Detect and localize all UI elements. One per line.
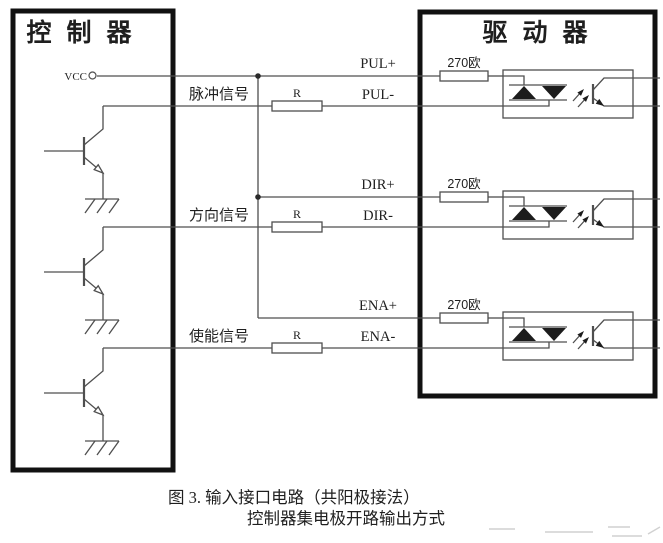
- resistor-r-body: [271, 221, 323, 233]
- r-label-direction: R: [293, 207, 301, 221]
- dir-plus-label: DIR+: [361, 177, 394, 193]
- driver-box: [417, 9, 658, 399]
- pul-plus-label: PUL+: [360, 56, 396, 72]
- resistor-270-label: 270欧: [447, 177, 481, 191]
- optocoupler-enable: [501, 310, 662, 362]
- controller-title: 控 制 器: [27, 19, 136, 47]
- resistor-270-label: 270欧: [447, 56, 481, 70]
- signal-label-enable: 使能信号: [189, 328, 249, 345]
- resistor-270-body: [439, 312, 489, 324]
- wires: [97, 70, 503, 354]
- vcc-terminal-icon: [88, 71, 97, 80]
- figure-caption-line2: 控制器集电极开路输出方式: [247, 509, 445, 528]
- dir-minus-label: DIR-: [363, 208, 393, 224]
- pul-minus-label: PUL-: [362, 87, 394, 103]
- driver-title: 驱 动 器: [483, 19, 592, 47]
- optocoupler-pulse: [501, 68, 662, 120]
- resistor-270-label: 270欧: [447, 298, 481, 312]
- optocoupler-direction: [501, 189, 662, 241]
- r-label-enable: R: [293, 328, 301, 342]
- vcc-label: VCC: [64, 71, 87, 83]
- transistor-enable: [42, 346, 121, 457]
- resistor-r-body: [271, 342, 323, 354]
- resistor-270-body: [439, 191, 489, 203]
- junction-dot-icon: [255, 73, 261, 79]
- transistor-pulse: [42, 104, 121, 215]
- signal-label-direction: 方向信号: [189, 207, 249, 224]
- resistor-r-body: [271, 100, 323, 112]
- figure-caption-line1: 图 3. 输入接口电路（共阳极接法）: [168, 488, 420, 507]
- transistor-direction: [42, 225, 121, 336]
- r-label-pulse: R: [293, 86, 301, 100]
- controller-box: [10, 8, 176, 473]
- resistor-270-body: [439, 70, 489, 82]
- junction-dot-icon: [255, 194, 261, 200]
- signal-label-pulse: 脉冲信号: [189, 86, 249, 103]
- ena-plus-label: ENA+: [359, 298, 397, 314]
- ena-minus-label: ENA-: [361, 329, 396, 345]
- scan-artifact: [489, 526, 661, 537]
